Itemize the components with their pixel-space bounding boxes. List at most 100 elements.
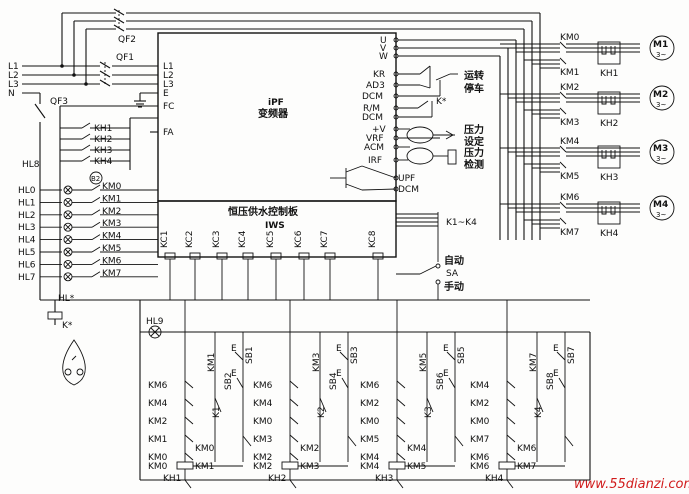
km-top-label: KM5: [419, 353, 429, 372]
coil-label-a: KM0: [148, 462, 168, 472]
control-board-box: [157, 200, 397, 258]
kh-ladder-label: KH4: [485, 474, 504, 484]
pressure-detect-label2: 检测: [464, 158, 484, 171]
motor-kh-box: [597, 201, 621, 225]
inv-term-l3: L3: [163, 80, 174, 90]
sa-label: SA: [446, 269, 459, 279]
km-top-label: KM1: [207, 353, 217, 372]
interlock-label: KM2: [148, 417, 167, 427]
kh-ladder-label: KH1: [163, 474, 181, 484]
mains-label-l1: L1: [8, 62, 19, 72]
interlock-contact: [289, 416, 299, 425]
sb-a-label: SB1: [245, 346, 255, 364]
kc-output-label: KC5: [266, 231, 276, 248]
interlock-contact: [289, 380, 299, 389]
coil-label-b: KM1: [195, 462, 214, 472]
interlock-label: KM7: [470, 435, 489, 445]
motor-km-b-label: KM1: [560, 68, 579, 78]
inv-term-irf: IRF: [368, 156, 382, 166]
kc-terminal: [242, 252, 254, 260]
right-branch-label: KM6: [517, 444, 537, 454]
k-contact-label: K4: [534, 406, 544, 418]
motor-km-b-label: KM7: [560, 228, 579, 238]
interlock-label: KM6: [470, 453, 490, 463]
coil-label-b: KM7: [517, 462, 536, 472]
right-branch-label: KM4: [407, 444, 427, 454]
kc-output-label: KC7: [320, 231, 330, 248]
interlock-label: KM2: [253, 453, 272, 463]
coil-label-a: KM4: [360, 462, 380, 472]
lamp-contact: [91, 259, 101, 265]
coil-label-a: KM2: [253, 462, 272, 472]
kc-terminal: [324, 252, 336, 260]
interlock-label: KM1: [148, 435, 167, 445]
motor-kh-label: KH2: [600, 119, 618, 129]
motor-name: M2: [653, 90, 668, 100]
inverter-output-bus: [398, 39, 517, 240]
inv-term-ad3: AD3: [366, 81, 385, 91]
interlock-contact: [506, 434, 516, 443]
interlock-label: KM0: [253, 417, 273, 427]
hl9-label: HL9: [146, 317, 164, 327]
kc-terminal: [189, 252, 201, 260]
lamp-contact-label: KM7: [102, 269, 121, 279]
interlock-label: KM4: [360, 453, 380, 463]
lamp-contact-label: KM4: [102, 232, 122, 242]
kh-contact-label: KH4: [94, 157, 113, 167]
lamp-contact-label: KM0: [102, 182, 122, 192]
coil-label-b: KM3: [300, 462, 319, 472]
k1-k4-label: K1~K4: [446, 218, 477, 228]
kh-contact-label: KH3: [94, 146, 112, 156]
k1-k4-bundle: [396, 212, 439, 262]
inv-term-dcm1: DCM: [362, 92, 383, 102]
inv-term-fa: FA: [163, 128, 174, 138]
inv-term-upf: UPF: [398, 174, 415, 184]
coil-label-b: KM5: [407, 462, 426, 472]
lamp-label: HL1: [18, 198, 36, 208]
lamp-contact-label: KM6: [102, 256, 122, 266]
interlock-contact: [184, 398, 194, 407]
control-board-iws: IWS: [265, 221, 285, 231]
interlock-label: KM6: [360, 381, 380, 391]
motor-km-a-label: KM2: [560, 83, 579, 93]
interlock-label: KM6: [148, 381, 168, 391]
watermark: www.55dianzi.com: [574, 477, 689, 492]
b2-label: B2: [91, 175, 100, 183]
lamp-contact-label: KM5: [102, 244, 121, 254]
kc-terminal: [372, 252, 384, 260]
interlock-contact: [289, 434, 299, 443]
motor-phase: 3~: [656, 51, 666, 59]
kc-output-label: KC1: [160, 231, 170, 248]
hl8-label: HL8: [22, 160, 40, 170]
kh-contact: [81, 144, 91, 151]
e-label-2: E: [443, 369, 449, 379]
lamp-label: HL7: [18, 273, 36, 283]
pressure-set-label2: 设定: [464, 135, 484, 148]
manual-label: 手动: [444, 280, 464, 293]
inverter-subtitle: 变频器: [258, 107, 289, 120]
kc-terminal: [164, 252, 176, 260]
right-branch-label: KM0: [195, 444, 215, 454]
km-top-label: KM7: [529, 353, 539, 372]
interlock-contact: [396, 416, 406, 425]
qf1-feed: [99, 61, 158, 108]
lamp-contact: [91, 246, 101, 253]
interlock-contact: [184, 416, 194, 425]
lamp-label: HL4: [18, 236, 36, 246]
motor-km-a-label: KM0: [560, 33, 580, 43]
motor-icon: [649, 139, 675, 165]
qf2-label: QF2: [118, 35, 136, 45]
kc-output-label: KC8: [368, 230, 378, 248]
inv-term-fc: FC: [163, 102, 174, 112]
k-contact-label: K1: [212, 406, 222, 418]
lamp-contact: [91, 209, 101, 216]
sb-b-label: SB4: [329, 372, 339, 390]
lamp-label: HL5: [18, 248, 36, 258]
e-label: E: [231, 344, 237, 354]
interlock-contact: [396, 398, 406, 407]
inv-term-pv: +V: [372, 125, 387, 135]
motor-phase: 3~: [656, 155, 666, 163]
